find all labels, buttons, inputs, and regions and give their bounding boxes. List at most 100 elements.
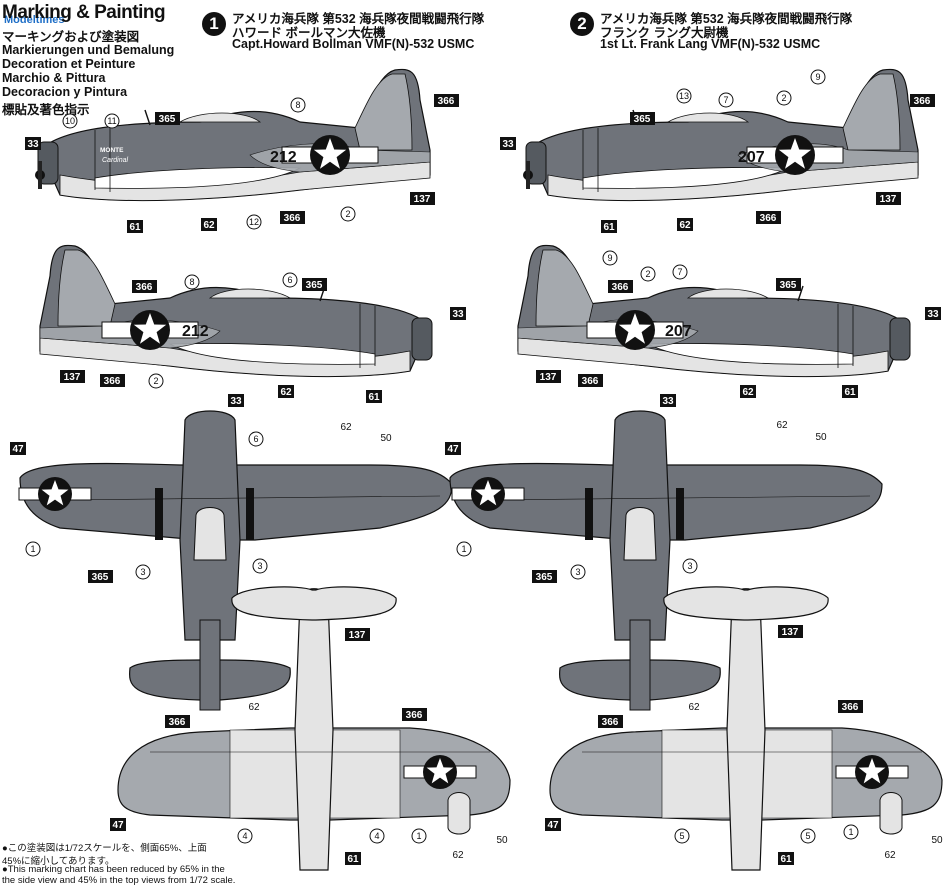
watermark: Modeltimes [4,14,65,26]
decal-callout: 6 [287,275,292,285]
decal-callout: 4 [242,831,247,841]
decal-callout: 3 [257,561,262,571]
code-box: 365 [306,280,323,291]
code-box: 366 [842,702,859,713]
code-box: 137 [880,194,897,205]
code-box: 137 [64,372,81,383]
decal-callout: 7 [723,95,728,105]
decal-callout: 5 [679,831,684,841]
code-box: 61 [780,854,792,865]
decal-callout: 2 [781,93,786,103]
option-1-pilot-en: Capt.Howard Bollman VMF(N)-532 USMC [232,37,475,51]
decal-callout: 2 [153,376,158,386]
code-box: 61 [129,222,141,233]
code-box: 47 [112,820,124,831]
code-box: 47 [12,444,24,455]
code-plain: 50 [380,433,392,444]
code-box: 47 [447,444,459,455]
code-plain: 62 [248,702,260,713]
decal-callout: 1 [416,831,421,841]
option-1-bottom-view [117,586,511,871]
decal-callout: 3 [575,567,580,577]
code-box: 61 [603,222,615,233]
note-jp-2: 45%に縮小してあります。 [2,856,115,867]
code-plain: 62 [884,850,896,861]
option-2-number: 2 [570,12,594,36]
code-box: 62 [280,387,292,398]
decal-callout: 7 [677,267,682,277]
code-plain: 62 [776,420,788,431]
code-box: 33 [230,396,242,407]
code-box: 366 [582,376,599,387]
code-box: 365 [536,572,553,583]
code-plain: 50 [496,835,508,846]
code-box: 62 [679,220,691,231]
option-1-number: 1 [202,12,226,36]
option-2-side-right [523,68,919,202]
code-box: 33 [27,139,39,150]
code-box: 365 [780,280,797,291]
tail-code-1-right: 212 [270,149,297,166]
lang-japanese: マーキングおよび塗装図 [2,30,140,44]
option-2-pilot-jp: フランク ラング大尉機 [600,26,729,40]
code-box: 137 [349,630,366,641]
tail-code-2-left: 207 [665,323,692,340]
note-en-2: the side view and 45% in the top views f… [2,875,236,886]
lang-italian: Marchio & Pittura [2,71,106,85]
decal-callout: 2 [345,209,350,219]
code-box: 137 [414,194,431,205]
decal-callout: 2 [645,269,650,279]
code-box: 62 [203,220,215,231]
decal-callout: 12 [249,217,259,227]
code-box: 47 [547,820,559,831]
code-box: 33 [662,396,674,407]
code-box: 366 [136,282,153,293]
decal-callout: 8 [189,277,194,287]
note-en-1: ●This marking chart has been reduced by … [2,864,225,875]
code-box: 366 [602,717,619,728]
code-box: 366 [760,213,777,224]
code-box: 33 [452,309,464,320]
page-title: Marking & Painting [2,2,166,23]
decal-callout: 11 [107,116,116,126]
code-box: 365 [634,114,651,125]
decal-callout: 9 [607,253,612,263]
lang-spanish: Decoracion y Pintura [2,85,128,99]
code-box: 62 [742,387,754,398]
decal-callout: 3 [687,561,692,571]
code-box: 33 [502,139,514,150]
code-box: 365 [159,114,176,125]
code-box: 366 [406,710,423,721]
nose-art-name: MONTE [100,147,124,154]
decal-callout: 5 [805,831,810,841]
decal-callout: 4 [374,831,379,841]
decal-callout: 8 [295,100,300,110]
nose-art-script: Cardinal [102,157,129,164]
code-plain: 62 [452,850,464,861]
decal-callout: 10 [65,116,75,126]
option-2-unit-jp: アメリカ海兵隊 第532 海兵隊夜間戦闘飛行隊 [600,12,853,26]
code-box: 366 [169,717,186,728]
option-1-top-view [18,410,453,711]
code-plain: 50 [931,835,943,846]
lang-french: Decoration et Peinture [2,57,136,71]
code-box: 366 [914,96,931,107]
option-1-pilot-jp: ハワード ボールマン大佐機 [232,26,386,40]
tail-code-2-right: 207 [738,149,765,166]
tail-code-1-left: 212 [182,323,209,340]
code-box: 366 [284,213,301,224]
option-2-pilot-en: 1st Lt. Frank Lang VMF(N)-532 USMC [600,37,821,51]
code-box: 366 [612,282,629,293]
decal-callout: 1 [848,827,853,837]
decal-callout: 13 [679,91,689,101]
code-box: 137 [782,627,799,638]
option-1-side-right [35,68,431,202]
decal-callout: 1 [30,544,35,554]
code-box: 61 [368,392,380,403]
decal-callout: 1 [461,544,466,554]
code-box: 137 [540,372,557,383]
lang-german: Markierungen und Bemalung [2,43,175,57]
code-plain: 62 [340,422,352,433]
